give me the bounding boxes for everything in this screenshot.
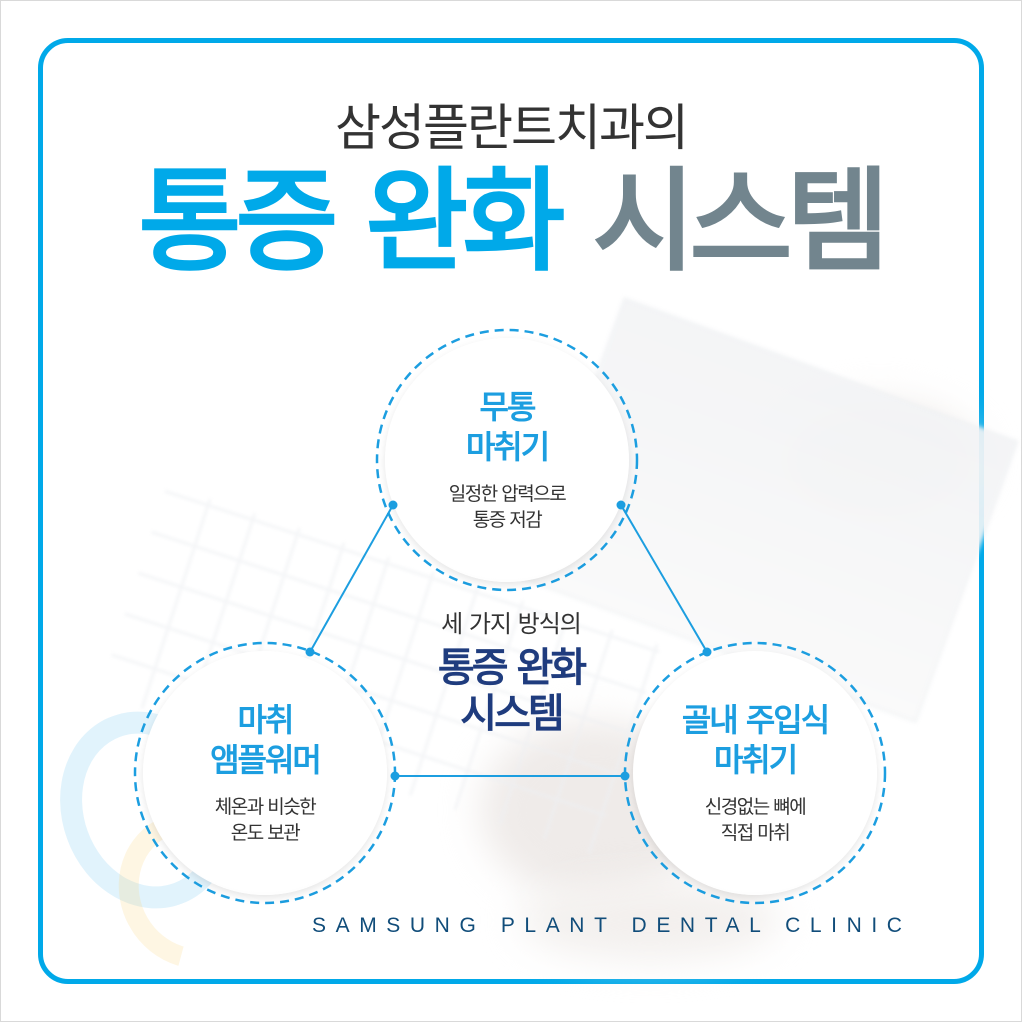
headline-gray-text: 시스템 xyxy=(592,157,890,287)
method-description: 체온과 비슷한 온도 보관 xyxy=(214,796,317,844)
method-title: 무통 마취기 xyxy=(465,388,550,466)
method-circle-intraosseous-anesthesia: 골내 주입식 마취기 신경없는 뼈에 직접 마취 xyxy=(633,651,877,895)
footer-brand: SAMSUNG PLANT DENTAL CLINIC xyxy=(312,914,912,937)
method-circle-ampoule-warmer: 마취 앰플워머 체온과 비슷한 온도 보관 xyxy=(143,651,387,895)
center-main-title: 통증 완화 시스템 xyxy=(437,645,587,737)
method-title: 마취 앰플워머 xyxy=(210,701,322,779)
center-summary: 세 가지 방식의 통증 완화 시스템 xyxy=(380,604,642,737)
method-description: 일정한 압력으로 통증 저감 xyxy=(448,483,567,531)
headline-blue-text: 통증 완화 xyxy=(138,157,565,287)
method-title: 골내 주입식 마취기 xyxy=(681,701,830,779)
page-headline: 통증 완화 시스템 xyxy=(0,162,1022,282)
method-description: 신경없는 뼈에 직접 마취 xyxy=(704,796,807,844)
clinic-subtitle: 삼성플란트치과의 xyxy=(335,99,689,157)
center-intro: 세 가지 방식의 xyxy=(441,610,582,638)
method-circle-painless-anesthesia: 무통 마취기 일정한 압력으로 통증 저감 xyxy=(385,338,629,582)
